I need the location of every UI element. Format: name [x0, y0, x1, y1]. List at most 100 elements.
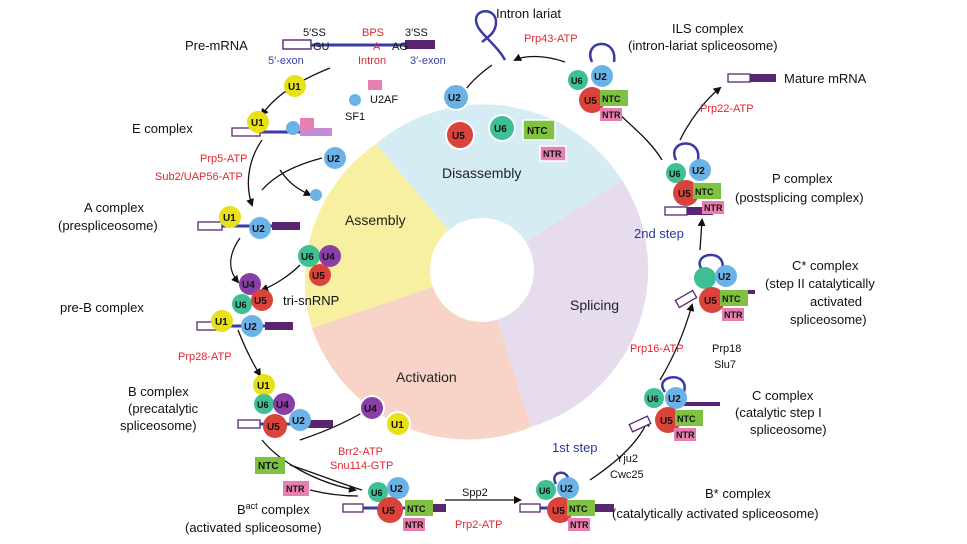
svg-text:NTC: NTC [677, 414, 696, 424]
sf1-dot [349, 94, 361, 106]
svg-text:U4: U4 [276, 400, 289, 411]
arrow-ntr-join [309, 489, 359, 497]
svg-text:NTC: NTC [569, 504, 588, 514]
svg-text:U4: U4 [364, 404, 377, 415]
label-intron-lariat: Intron lariat [496, 6, 561, 21]
intron-lariat-shape [474, 10, 507, 61]
a-complex-particle: U1 U2 [197, 206, 300, 239]
label-yju2: Yju2 [616, 453, 638, 465]
arrow-sf1-release [279, 169, 312, 196]
cstar-complex-particle: U2 U5 NTC NTR [674, 253, 755, 321]
bact-complex-particle: U6 U2 U5 NTC NTR [342, 477, 446, 531]
svg-text:U4: U4 [322, 252, 335, 263]
released-u4: U4 [359, 395, 385, 421]
label-5-exon: 5′-exon [268, 55, 304, 67]
arrow-cstar-to-p [697, 218, 706, 251]
svg-text:NTR: NTR [570, 520, 589, 530]
svg-text:U5: U5 [552, 506, 565, 517]
disassembled-components: U2 U5 U6 NTC NTR [442, 83, 567, 162]
label-snu114: Snu114-GTP [330, 460, 393, 472]
svg-text:U1: U1 [288, 82, 301, 93]
svg-text:U6: U6 [494, 124, 507, 135]
svg-text:U5: U5 [660, 416, 673, 427]
svg-text:U2: U2 [244, 322, 257, 333]
label-a-complex: A complex [84, 200, 144, 215]
label-bact-complex-sub: (activated spliceosome) [185, 520, 322, 535]
ils-complex-particle: U6 U2 U5 NTC NTR [568, 42, 628, 121]
svg-text:U5: U5 [584, 96, 597, 107]
label-ils-complex-sub: (intron-lariat spliceosome) [628, 38, 778, 53]
sector-label-activation: Activation [396, 369, 457, 385]
svg-text:U1: U1 [223, 213, 236, 224]
label-cstar-complex-sub1: (step II catalytically [765, 276, 875, 291]
arrow-u2-to-a [261, 157, 323, 191]
label-sub2: Sub2/UAP56-ATP [155, 171, 243, 183]
label-c-complex: C complex [752, 388, 814, 403]
svg-text:NTR: NTR [676, 430, 695, 440]
label-b-complex-sub1: (precatalytic [128, 401, 199, 416]
svg-text:NTC: NTC [695, 187, 714, 197]
svg-text:NTC: NTC [258, 461, 279, 472]
svg-text:U1: U1 [257, 381, 270, 392]
svg-text:U5: U5 [267, 422, 280, 433]
svg-text:U2: U2 [252, 224, 265, 235]
svg-text:U6: U6 [571, 76, 583, 86]
svg-text:NTC: NTC [407, 504, 426, 514]
svg-text:NTC: NTC [722, 294, 741, 304]
entering-ntc: NTC [255, 457, 285, 474]
label-a-complex-sub: (prespliceosome) [58, 218, 158, 233]
arrow-a-to-preb [230, 237, 241, 284]
bstar-complex-particle: U6 U2 U5 NTC NTR [519, 471, 614, 531]
label-3ss: 3′SS [405, 27, 428, 39]
svg-text:NTR: NTR [286, 484, 305, 494]
label-prp2: Prp2-ATP [455, 519, 502, 531]
cycle-arrows [230, 53, 722, 504]
arrow-c-to-cstar [659, 303, 695, 381]
svg-text:U1: U1 [215, 317, 228, 328]
svg-text:U5: U5 [254, 296, 267, 307]
arrow-b-to-bact [261, 439, 357, 493]
svg-text:NTR: NTR [724, 310, 743, 320]
label-prp18: Prp18 [712, 343, 741, 355]
cycle-wheel [304, 104, 649, 440]
svg-text:U5: U5 [678, 189, 691, 200]
label-ag: AG [392, 41, 408, 53]
label-slu7: Slu7 [714, 359, 736, 371]
free-u2-entering: U2 [324, 147, 346, 169]
label-e-complex: E complex [132, 121, 193, 136]
label-second-step: 2nd step [634, 226, 684, 241]
label-gu: GU [313, 41, 330, 53]
label-prp16: Prp16-ATP [630, 343, 684, 355]
svg-text:U4: U4 [242, 280, 255, 291]
pre-mrna-schematic [282, 39, 435, 50]
mature-mrna-schematic [727, 73, 776, 83]
svg-text:NTR: NTR [543, 149, 562, 159]
svg-text:U2: U2 [292, 416, 305, 427]
u2af-shape [368, 80, 382, 90]
label-pre-b-complex: pre-B complex [60, 300, 144, 315]
released-sf1 [310, 189, 322, 201]
label-c-complex-sub1: (catalytic step I [735, 405, 822, 420]
arrow-ntc-join [289, 464, 363, 491]
svg-text:U6: U6 [257, 400, 269, 410]
c-complex-particle: U6 U2 U5 NTC NTR [628, 376, 720, 441]
label-u2af: U2AF [370, 94, 398, 106]
label-mature-mrna: Mature mRNA [784, 71, 867, 86]
label-cstar-complex-sub2: activated [810, 294, 862, 309]
entering-ntr: NTR [283, 481, 309, 496]
svg-text:NTC: NTC [602, 94, 621, 104]
label-c-complex-sub2: spliceosome) [750, 422, 827, 437]
svg-text:U5: U5 [452, 131, 465, 142]
sector-label-disassembly: Disassembly [442, 165, 521, 181]
sector-splicing [482, 180, 649, 427]
svg-text:U5: U5 [382, 506, 395, 517]
svg-text:U2: U2 [718, 272, 731, 283]
label-prp22: Prp22-ATP [700, 103, 754, 115]
label-5ss: 5′SS [303, 27, 326, 39]
label-b-complex-sub2: spliceosome) [120, 418, 197, 433]
svg-text:U6: U6 [371, 488, 383, 498]
arrow-e-to-a [246, 139, 263, 207]
tri-snrnp-particle: U6 U4 U5 [298, 245, 341, 286]
label-brr2: Brr2-ATP [338, 446, 383, 458]
arrow-tri-join [260, 264, 301, 292]
